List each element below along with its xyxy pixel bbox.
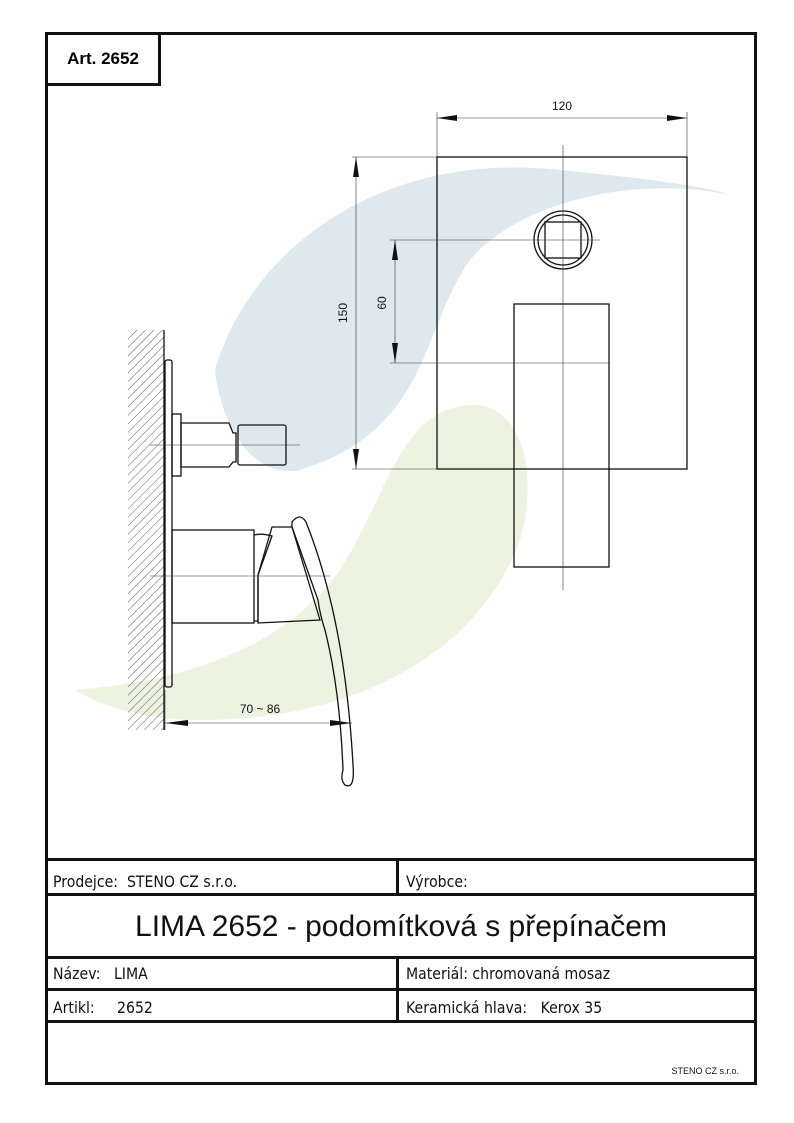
cartridge-field: Keramická hlava: Kerox 35 — [406, 998, 603, 1017]
product-title: LIMA 2652 - podomítková s přepínačem — [135, 910, 667, 943]
drawing-frame — [45, 32, 757, 1085]
center-lines — [164, 112, 688, 730]
side-view — [163, 330, 354, 787]
divider — [45, 858, 757, 861]
manufacturer-field: Výrobce: — [406, 872, 468, 891]
material-field: Materiál: chromovaná mosaz — [406, 964, 611, 983]
dimension-arrows — [165, 115, 687, 726]
divider — [45, 1020, 757, 1023]
logo-swoosh-blue — [215, 167, 730, 472]
dim-depth: 70 ~ 86 — [240, 702, 281, 716]
dim-width: 120 — [552, 99, 572, 113]
wall-hatch — [128, 330, 164, 730]
logo-swoosh-green — [75, 404, 528, 720]
name-field: Název: LIMA — [53, 964, 148, 983]
footer-company: STENO CZ s.r.o. — [671, 1066, 739, 1076]
seller-field: Prodejce: STENO CZ s.r.o. — [53, 872, 238, 891]
article-badge: Art. 2652 — [45, 32, 161, 86]
divider — [45, 988, 757, 991]
dim-height: 150 — [336, 303, 350, 323]
column-divider — [396, 956, 399, 1023]
article-field: Artikl: 2652 — [53, 998, 153, 1017]
divider — [45, 893, 757, 896]
column-divider — [396, 858, 399, 896]
divider — [45, 956, 757, 959]
dim-spacing: 60 — [375, 296, 389, 310]
